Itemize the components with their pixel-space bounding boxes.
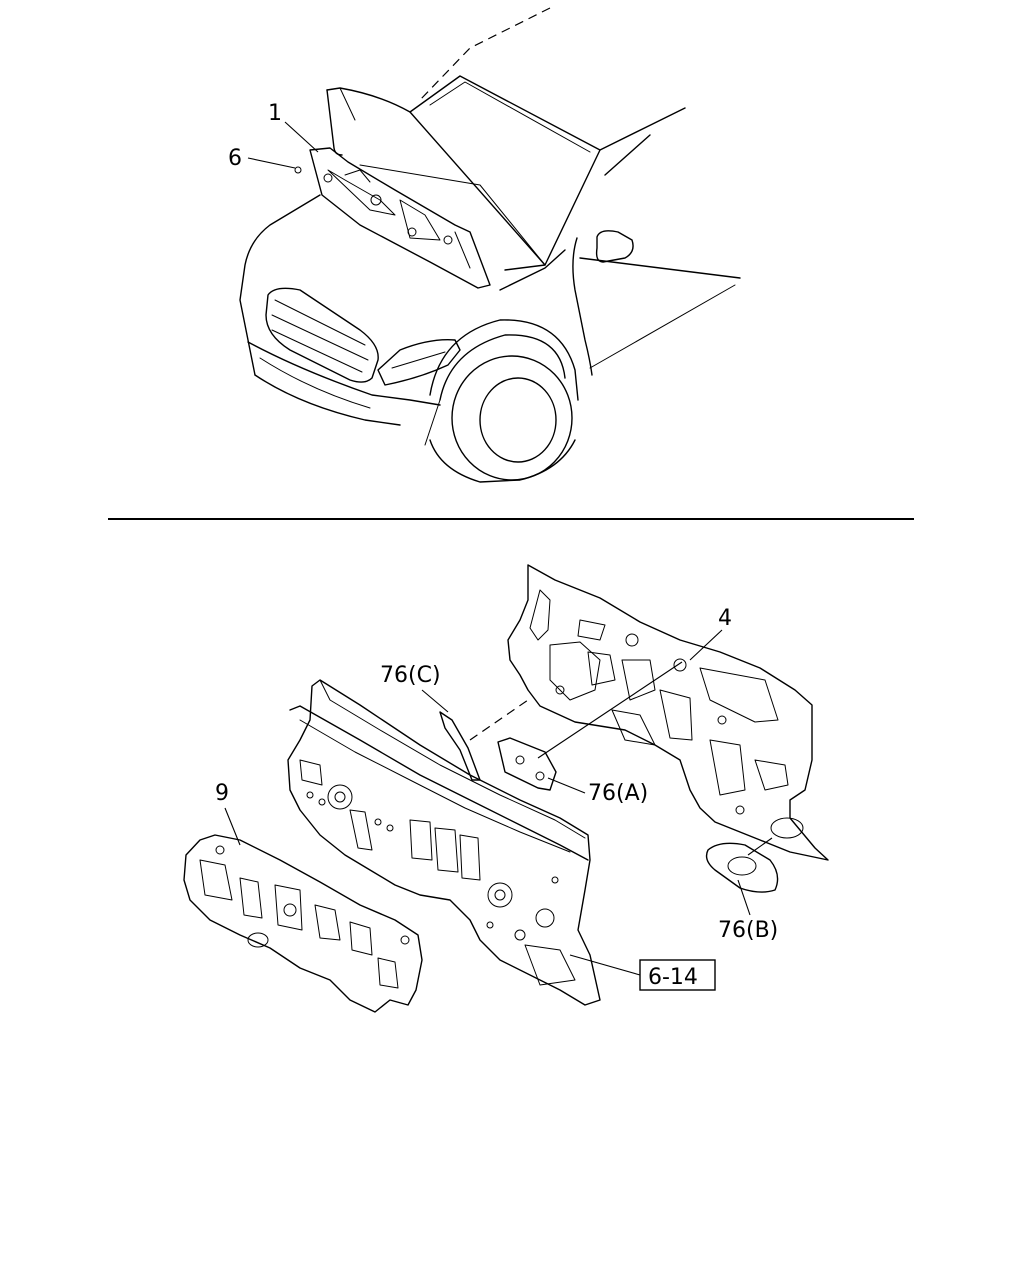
page-reference-label[interactable]: 6-14 [648,965,698,990]
callout-76b-leader [737,879,751,916]
callout-4-pointer [537,661,683,759]
callout-76c-leader [421,689,449,713]
plug-c-part [439,711,481,781]
dash-panel-insulator-part [507,564,829,861]
plug-b-part [705,842,779,893]
callout-6-leader [247,157,296,169]
callout-9-label: 9 [215,781,229,806]
vehicle-illustration [239,7,741,483]
callout-76c-dashline [469,699,529,741]
callout-76a-leader [547,777,586,794]
callout-76c-label: 76(C) [380,663,441,688]
callout-76a-label: 76(A) [588,781,648,806]
callout-1-leader [284,121,319,153]
callout-76b-pointer [747,837,773,856]
callout-1-label: 1 [268,101,282,126]
page-reference-leader [569,954,641,976]
callout-4-leader [689,629,723,661]
callout-4-label: 4 [718,606,732,631]
clip-icon [294,166,302,174]
callout-9-leader [224,807,241,846]
dash-panel-part [287,679,601,1006]
plug-a-part [497,737,557,791]
callout-76b-label: 76(B) [718,918,778,943]
dash-insulator-front-part [183,834,423,1013]
callout-6-label: 6 [228,146,242,171]
